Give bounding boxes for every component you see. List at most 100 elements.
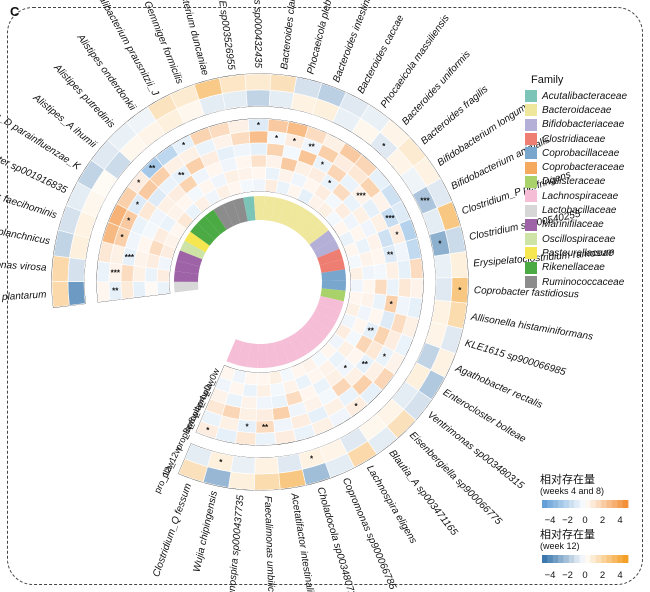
- significance-stars: ***: [420, 197, 430, 206]
- significance-stars: *: [136, 201, 140, 210]
- heatmap-cell: [397, 259, 412, 280]
- legend-swatch: [525, 90, 537, 103]
- heatmap-cell: [67, 257, 86, 282]
- legend-title: Family: [531, 74, 564, 86]
- family-cell: [313, 239, 340, 259]
- colorbar-segment: [590, 555, 597, 563]
- legend-swatch: [525, 118, 537, 131]
- significance-stars: ***: [356, 191, 366, 200]
- significance-stars: *: [438, 240, 442, 249]
- legend-item: Lachnospiraceae: [525, 189, 627, 203]
- family-cell: [304, 222, 329, 245]
- colorbar-subtitle: (weeks 4 and 8): [540, 486, 605, 496]
- heatmap-cell: [249, 142, 268, 156]
- significance-stars: **: [309, 143, 316, 152]
- significance-stars: *: [293, 137, 297, 146]
- family-cell: [300, 323, 325, 347]
- heatmap-cell: [120, 281, 135, 300]
- heatmap-cell: [132, 265, 147, 283]
- taxon-label: Coprobacter fastidiosus: [474, 285, 579, 300]
- colorbar-tick: 4: [617, 570, 623, 581]
- legend-swatch: [525, 204, 537, 217]
- colorbar-title: 相对存在量: [540, 474, 595, 486]
- colorbar-tick: 4: [617, 515, 623, 526]
- colorbar-segment: [585, 555, 591, 563]
- heatmap-cell: [434, 277, 453, 302]
- family-cell: [174, 260, 200, 275]
- colorbar-segment: [568, 500, 575, 508]
- heatmap-cell: [251, 166, 267, 180]
- colorbar-tick: −2: [562, 515, 573, 526]
- significance-stars: *: [395, 230, 399, 239]
- family-cell: [197, 215, 221, 240]
- family-cell: [176, 250, 203, 267]
- significance-stars: *: [458, 286, 462, 295]
- taxon-label: Wujia chipingensis: [192, 490, 220, 573]
- family-cell: [298, 214, 322, 239]
- family-cell: [232, 197, 248, 224]
- legend-label: Ruminococcaceae: [542, 276, 625, 288]
- legend-item: Acutalibacteraceae: [525, 89, 627, 103]
- legend-swatch: [525, 218, 537, 231]
- legend-swatch: [525, 161, 537, 174]
- heatmap-cell: [449, 251, 469, 278]
- family-cell: [278, 199, 296, 226]
- colorbar-segment: [622, 500, 629, 508]
- heatmap-cell: [385, 261, 400, 280]
- heatmap-cell: [254, 456, 279, 475]
- significance-stars: **: [368, 327, 375, 336]
- colorbar-segment: [611, 555, 618, 563]
- colorbar-segment: [542, 555, 548, 563]
- legend-swatch: [525, 276, 537, 288]
- heatmap-cell: [409, 278, 424, 299]
- family-cell: [294, 328, 317, 354]
- family-cell: [213, 204, 234, 230]
- legend-label: Rikenellaceae: [542, 262, 605, 274]
- colorbar-tick: 0: [582, 570, 588, 581]
- heatmap-cell: [268, 89, 295, 110]
- significance-stars: *: [206, 426, 210, 435]
- heatmap-cell: [431, 299, 452, 326]
- heatmap-cell: [242, 383, 258, 398]
- colorbar-segment: [574, 500, 581, 508]
- heatmap-cell: [230, 455, 256, 475]
- heatmap-cell: [386, 278, 400, 297]
- family-cell: [226, 339, 244, 365]
- family-cell: [292, 208, 314, 234]
- legend-swatch: [525, 175, 537, 188]
- colorbar-tick: −4: [544, 570, 556, 581]
- heatmap-cell: [96, 260, 111, 282]
- colorbar-gradient: [542, 555, 629, 563]
- heatmap-cell: [244, 371, 258, 386]
- colorbar-segment: [579, 555, 586, 563]
- legend-label: Coprobacillaceae: [542, 147, 620, 159]
- colorbar-segment: [606, 555, 613, 563]
- legend-item: Ruminococcaceae: [525, 275, 627, 289]
- heatmap-cell: [67, 281, 86, 306]
- legend-swatch: [525, 133, 537, 146]
- legend-label: Pasteurellaceae: [542, 247, 614, 259]
- colorbar-segment: [590, 500, 597, 508]
- family-cell: [317, 248, 343, 266]
- heatmap-cell: [96, 281, 111, 303]
- colorbar-segment: [622, 555, 629, 563]
- colorbar-segment: [595, 555, 602, 563]
- colorbar-segment: [563, 555, 570, 563]
- legend-swatch: [525, 190, 537, 203]
- family-cell: [257, 343, 269, 368]
- heatmap-cell: [255, 431, 277, 446]
- family-cell: [243, 196, 256, 222]
- family-cell: [184, 231, 210, 253]
- heatmap-cell: [374, 278, 388, 296]
- legend-item: Coprobacillaceae: [525, 146, 627, 160]
- family-cell: [273, 340, 290, 366]
- significance-stars: **: [112, 287, 119, 296]
- significance-stars: *: [383, 352, 387, 361]
- significance-stars: *: [182, 141, 186, 150]
- family-cell: [266, 342, 279, 368]
- colorbar-segment: [552, 500, 559, 508]
- legend-item: Pasteurellaceae: [525, 246, 627, 260]
- colorbar-segment: [574, 555, 581, 563]
